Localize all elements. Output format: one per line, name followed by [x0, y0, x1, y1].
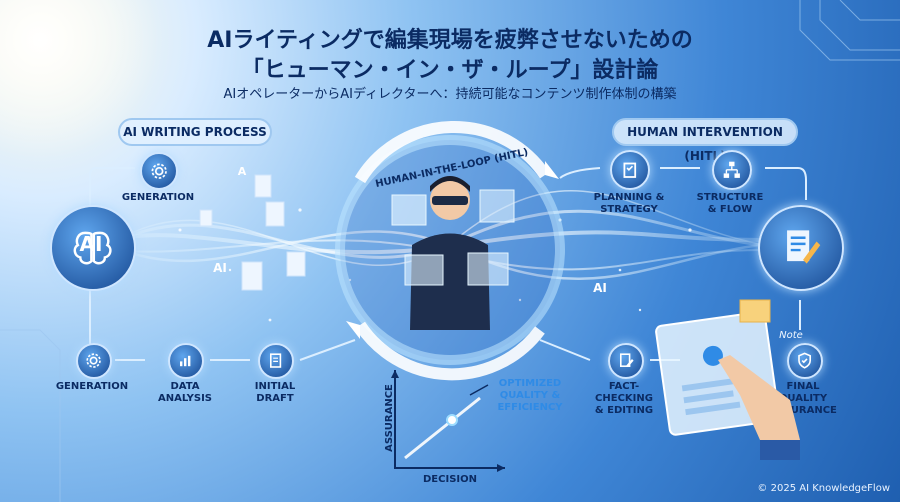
title-line-1: AIライティングで編集現場を疲弊させないための — [207, 28, 693, 53]
document-icon — [286, 251, 306, 277]
planning-label: PLANNING & STRATEGY — [593, 192, 665, 215]
mini-chart-annotation: OPTIMIZED QUALITY & EFFICIENCY — [497, 378, 563, 413]
shield-check-icon — [798, 352, 812, 370]
document-icon — [265, 201, 285, 227]
stream-label-ai-right: AI — [593, 281, 607, 295]
human-intervention-heading: HUMAN INTERVENTION (HITL) — [612, 118, 798, 163]
ai-hub-label: AI — [79, 232, 103, 256]
document-icon — [254, 174, 272, 198]
generation-bottom-node — [76, 343, 112, 379]
edit-document-icon — [620, 353, 634, 368]
fact-check-node — [608, 343, 644, 379]
stream-label-ai-left: AI — [213, 261, 227, 275]
brain-icon — [74, 232, 112, 265]
ai-hub-node — [50, 205, 136, 291]
structure-node — [712, 150, 752, 190]
flowchart-icon — [723, 161, 741, 179]
final-qa-label: FINAL QUALITY ASSURANCE — [769, 381, 837, 416]
data-analysis-node — [168, 343, 204, 379]
fact-check-label: FACT- CHECKING & EDITING — [594, 381, 654, 416]
initial-draft-label: INITIAL DRAFT — [254, 381, 296, 404]
gear-icon — [86, 353, 102, 369]
generation-bottom-label: GENERATION — [55, 381, 129, 392]
structure-label: STRUCTURE & FLOW — [696, 192, 764, 215]
final-qa-node — [787, 343, 823, 379]
clipboard-icon — [623, 162, 637, 179]
chart-icon — [180, 356, 191, 367]
data-analysis-label: DATA ANALYSIS — [157, 381, 213, 404]
document-icon — [270, 353, 282, 369]
mini-chart-ylabel: ASSURANCE — [384, 384, 395, 452]
planning-node — [610, 150, 650, 190]
document-hub-node — [758, 205, 844, 291]
generation-top-label: GENERATION — [121, 192, 195, 203]
stream-label-a: A — [237, 165, 247, 178]
generation-top-node — [140, 152, 178, 190]
document-icon — [199, 209, 213, 227]
mini-chart-xlabel: DECISION — [423, 474, 477, 485]
hand-pointer-icon — [718, 355, 800, 440]
edit-document-icon — [787, 230, 821, 264]
gear-icon — [151, 163, 167, 179]
title-line-2: 「ヒューマン・イン・ザ・ループ」設計論 — [241, 58, 659, 83]
copyright: © 2025 AI KnowledgeFlow — [757, 483, 890, 494]
subtitle: AIオペレーターからAIディレクターへ：持続可能なコンテンツ制作体制の構築 — [223, 87, 677, 102]
ai-writing-process-heading: AI WRITING PROCESS — [118, 118, 272, 146]
document-icon — [241, 261, 263, 291]
note-label: Note — [779, 330, 803, 341]
initial-draft-node — [258, 343, 294, 379]
